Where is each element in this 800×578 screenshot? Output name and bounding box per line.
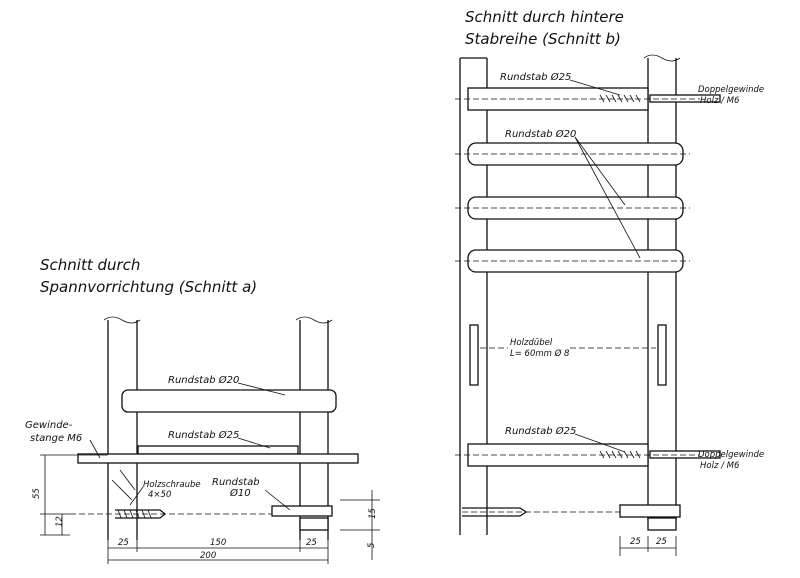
section-a-dim-55: 55 [32, 488, 42, 499]
section-b-label-doppel-bottom-2: Holz / M6 [700, 461, 740, 471]
section-b-dowel-right [657, 324, 667, 386]
section-a-dim-5: 5 [367, 543, 377, 548]
section-a-right-post [295, 316, 333, 540]
section-a-label-rundstab-25: Rundstab Ø25 [168, 429, 239, 441]
section-a-rod-10 [271, 505, 333, 517]
section-b-label-holzduebel-2: L= 60mm Ø 8 [510, 348, 570, 359]
section-a-wood-screw [115, 509, 167, 519]
section-b-dim-25-right: 25 [656, 537, 667, 547]
section-a-dim-150: 150 [210, 538, 226, 548]
section-b-right-post [643, 54, 681, 520]
section-a-dim-200: 200 [200, 551, 216, 561]
section-b-label-holzduebel-1: Holzdübel [510, 338, 553, 348]
section-a-dim-12: 12 [55, 516, 65, 527]
section-a-dim-25-right: 25 [306, 538, 317, 548]
section-b-label-doppel-bottom-1: Doppelgewinde [698, 450, 764, 460]
section-a-label-holzschraube-1: Holzschraube [143, 480, 201, 490]
section-b-label-doppel-top-1: Doppelgewinde [698, 85, 764, 95]
section-b-title-line1: Schnitt durch hintere [465, 8, 624, 26]
section-b-label-rundstab-20: Rundstab Ø20 [505, 128, 576, 140]
section-a-dim-15: 15 [368, 508, 378, 519]
section-b-drawing: Schnitt durch hintere Stabreihe (Schnitt… [455, 8, 764, 556]
section-a-threaded-rod [77, 453, 359, 464]
section-a-label-rundstab-10-1: Rundstab [212, 477, 260, 488]
section-a-drawing: Schnitt durch Spannvorrichtung (Schnitt … [25, 256, 380, 564]
section-a-title-line1: Schnitt durch [40, 256, 140, 274]
section-b-label-doppel-top-2: Holz / M6 [700, 96, 740, 106]
section-b-double-thread-bottom [649, 450, 721, 459]
section-a-dim-25-left: 25 [118, 538, 129, 548]
section-a-label-holzschraube-2: 4×50 [148, 490, 171, 500]
section-b-double-thread-top [649, 94, 721, 103]
section-b-dimensions: 25 25 [619, 536, 677, 556]
section-a-left-post [103, 316, 141, 540]
section-a-rod-20 [121, 389, 337, 413]
section-a-title-line2: Spannvorrichtung (Schnitt a) [40, 278, 257, 296]
section-a-dimensions: 25 150 25 200 55 12 15 5 [32, 454, 380, 564]
section-a-hatch [111, 469, 136, 501]
section-a-rod-25 [137, 445, 299, 455]
section-a-label-rundstab-20: Rundstab Ø20 [168, 374, 239, 386]
section-b-dim-25-left: 25 [630, 537, 641, 547]
section-b-title-line2: Stabreihe (Schnitt b) [465, 30, 621, 48]
section-b-dowel-left [469, 324, 479, 386]
section-b-foot-block [647, 517, 677, 531]
section-b-foot-rod [619, 504, 681, 518]
section-a-foot-block [299, 517, 329, 531]
section-b-label-rundstab-25-top: Rundstab Ø25 [500, 71, 571, 83]
section-a-label-rundstab-10-2: Ø10 [229, 487, 251, 499]
section-b-label-rundstab-25-bottom: Rundstab Ø25 [505, 425, 576, 437]
section-a-label-gewinde-1: Gewinde- [25, 420, 73, 431]
section-a-label-gewinde-2: stange M6 [30, 433, 82, 444]
